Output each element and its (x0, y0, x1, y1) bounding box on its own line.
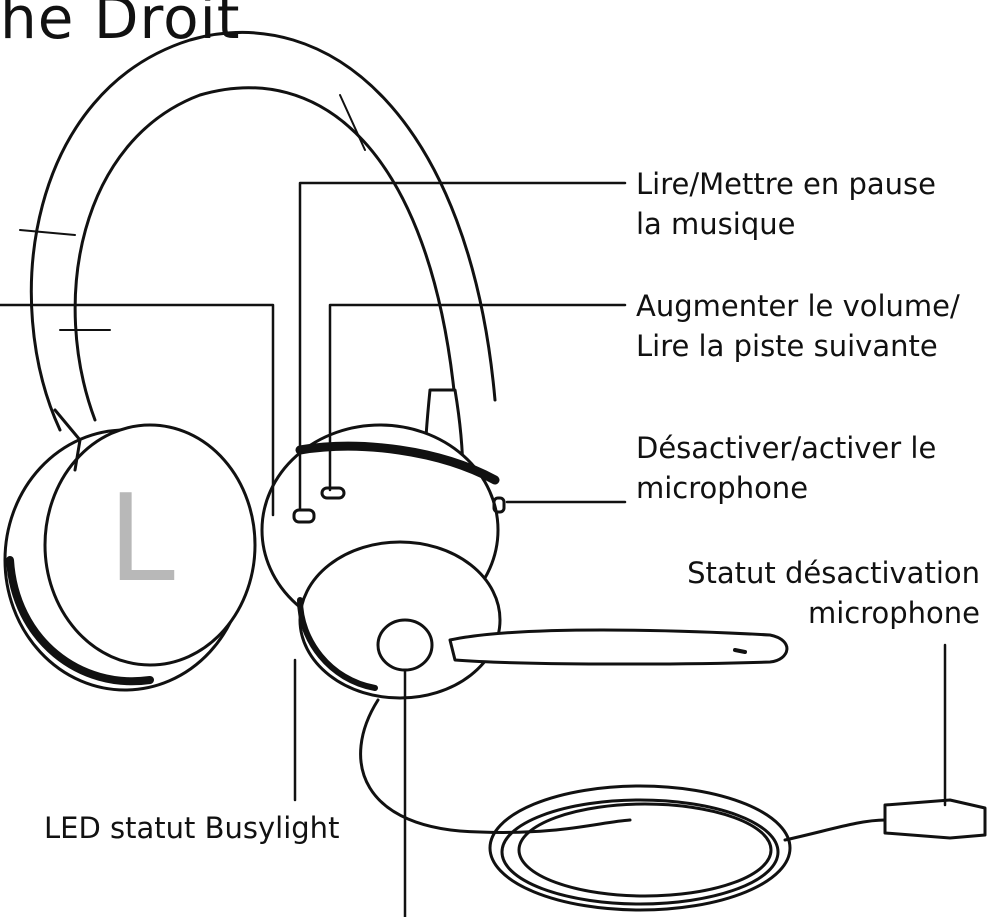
callout-volume-up: Augmenter le volume/ Lire la piste suiva… (636, 286, 960, 366)
section-heading: he Droit (0, 0, 240, 52)
callout-play-pause: Lire/Mettre en pause la musique (636, 164, 936, 244)
callout-mute: Désactiver/activer le microphone (636, 428, 936, 508)
usb-plug (885, 800, 985, 838)
mute-button (494, 498, 504, 512)
headband-inner (75, 88, 455, 420)
busylight-led (378, 620, 432, 670)
earcup-letter: L (108, 470, 175, 609)
microphone-boom (450, 630, 787, 664)
callout-mute-status: Statut désactivation microphone (687, 553, 980, 633)
usb-cable (361, 700, 630, 832)
headband-outer (31, 33, 495, 431)
callout-busylight: LED statut Busylight (44, 808, 339, 848)
